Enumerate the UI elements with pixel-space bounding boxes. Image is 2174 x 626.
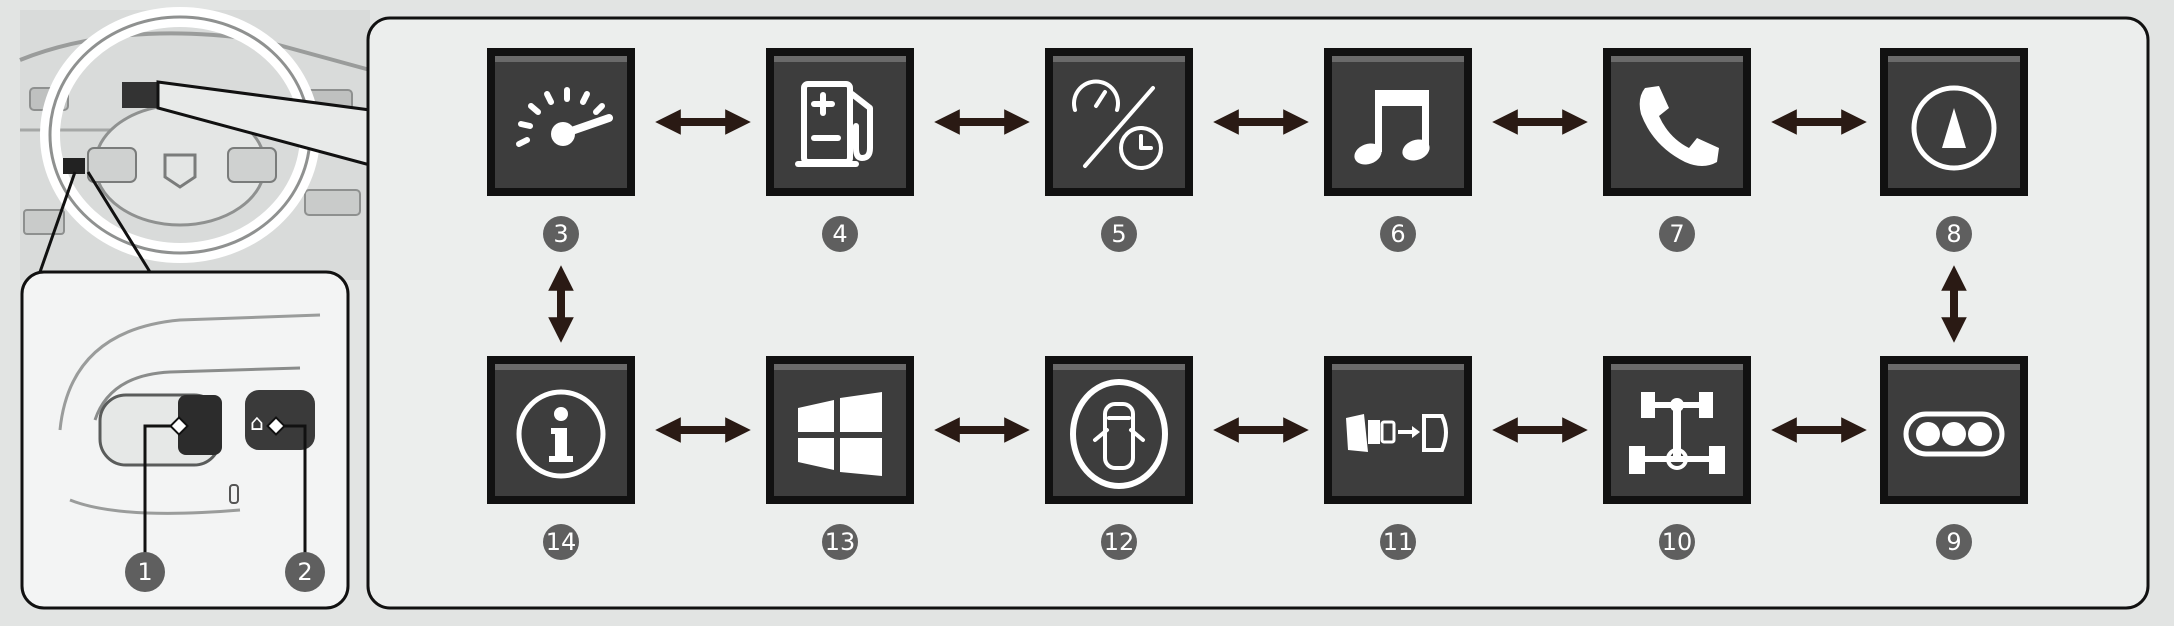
svg-text:13: 13 [825, 528, 856, 556]
svg-text:8: 8 [1946, 220, 1961, 248]
steering-switch-inset: ⌂ 1 2 [20, 270, 350, 610]
dashboard-illustration [19, 7, 372, 280]
tile-more[interactable] [1880, 356, 2028, 504]
badges-bottom: 14 13 12 11 10 9 [543, 524, 1972, 560]
svg-text:11: 11 [1383, 528, 1414, 556]
number-badge: 14 [543, 524, 579, 560]
speedometer-icon [516, 87, 613, 147]
number-badge: 10 [1659, 524, 1695, 560]
seatbelt-reminder-icon [1346, 414, 1448, 452]
number-badge: 6 [1380, 216, 1416, 252]
svg-text:5: 5 [1111, 220, 1126, 248]
badges-top: 3 4 5 6 7 8 [543, 216, 1972, 252]
svg-text:14: 14 [546, 528, 577, 556]
three-dots-icon [1903, 411, 2005, 457]
tile-phone[interactable] [1603, 48, 1751, 196]
tile-seatbelt[interactable] [1324, 356, 1472, 504]
info-icon [516, 389, 606, 479]
tile-info[interactable] [487, 356, 635, 504]
tile-speedometer[interactable] [487, 48, 635, 196]
svg-text:12: 12 [1104, 528, 1135, 556]
number-badge: 8 [1936, 216, 1972, 252]
number-badge: 11 [1380, 524, 1416, 560]
svg-text:6: 6 [1390, 220, 1405, 248]
number-badge: 3 [543, 216, 579, 252]
svg-text:2: 2 [297, 558, 312, 586]
svg-text:4: 4 [832, 220, 847, 248]
music-note-icon [1354, 90, 1430, 165]
svg-text:9: 9 [1946, 528, 1961, 556]
split-screen-icon [798, 392, 882, 476]
callout-badge-2: 2 [285, 552, 325, 592]
home-icon: ⌂ [250, 411, 264, 436]
number-badge: 13 [822, 524, 858, 560]
tile-trip-meter[interactable] [1045, 48, 1193, 196]
trip-meter-clock-icon [1072, 79, 1163, 170]
tile-navigation[interactable] [1880, 48, 2028, 196]
door-open-car-icon [1070, 379, 1168, 489]
number-badge: 5 [1101, 216, 1137, 252]
drivetrain-chassis-icon [1629, 392, 1725, 474]
tile-split-screen[interactable] [766, 356, 914, 504]
svg-text:10: 10 [1662, 528, 1693, 556]
number-badge: 12 [1101, 524, 1137, 560]
tile-door-status[interactable] [1045, 356, 1193, 504]
svg-text:7: 7 [1669, 220, 1684, 248]
phone-icon [1639, 86, 1719, 166]
svg-text:3: 3 [553, 220, 568, 248]
tile-audio[interactable] [1324, 48, 1472, 196]
tile-fuel-economy[interactable] [766, 48, 914, 196]
number-badge: 9 [1936, 524, 1972, 560]
fuel-pump-icon [795, 81, 873, 167]
number-badge: 4 [822, 216, 858, 252]
tile-drivetrain[interactable] [1603, 356, 1751, 504]
svg-text:1: 1 [137, 558, 152, 586]
number-badge: 7 [1659, 216, 1695, 252]
navigation-compass-icon [1911, 85, 1997, 171]
vertical-arrows [548, 265, 1967, 343]
callout-badge-1: 1 [125, 552, 165, 592]
